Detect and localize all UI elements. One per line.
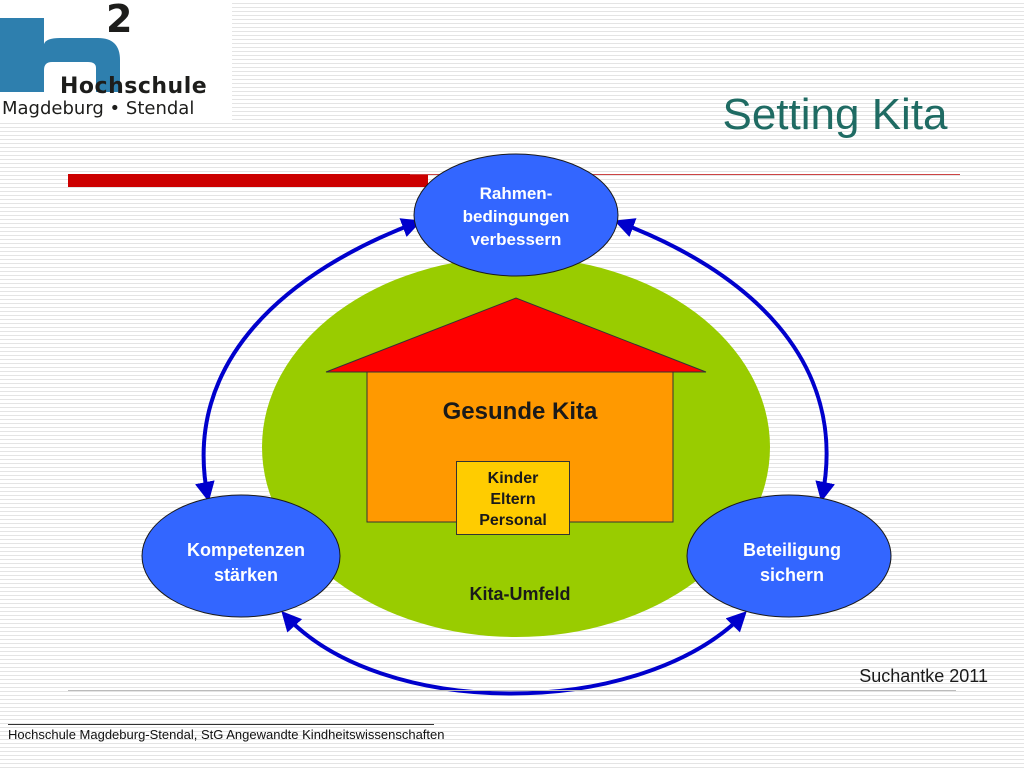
node-right-line: sichern [759, 565, 825, 585]
node-left [141, 494, 341, 618]
arrow-top-right [614, 218, 835, 502]
node-left-line: Kompetenzen [186, 540, 305, 560]
logo-line2: Magdeburg • Stendal [2, 98, 195, 119]
stakeholder-box: Kinder Eltern Personal [456, 461, 570, 535]
logo-superscript: 2 [106, 0, 132, 41]
node-top-line: bedingungen [462, 207, 570, 226]
university-logo: 2 Hochschule Magdeburg • Stendal [0, 0, 232, 122]
footer-divider [8, 724, 434, 725]
arrow-bottom [281, 611, 747, 696]
stakeholder-line: Eltern [490, 491, 536, 508]
slide-title: Setting Kita [722, 90, 948, 139]
node-top [413, 153, 619, 277]
environment-label: Kita-Umfeld [469, 584, 571, 604]
node-right-line: Beteiligung [743, 540, 841, 560]
footer-text: Hochschule Magdeburg-Stendal, StG Angewa… [8, 727, 445, 742]
house-roof [325, 297, 707, 373]
node-top-label: Rahmen- bedingungen verbessern [416, 182, 616, 251]
title-underline [410, 174, 960, 175]
stakeholder-line: Personal [479, 512, 547, 529]
house-label: Gesunde Kita [442, 398, 598, 425]
title-red-bar [68, 174, 428, 187]
node-top-line: Rahmen- [479, 184, 553, 203]
node-right [686, 494, 892, 618]
stakeholder-line: Kinder [487, 470, 539, 487]
logo-line1: Hochschule [60, 74, 208, 99]
node-top-line: verbessern [470, 230, 562, 249]
source-citation: Suchantke 2011 [859, 666, 988, 686]
bottom-divider [68, 690, 956, 691]
node-left-line: stärken [213, 565, 279, 585]
node-right-label: Beteiligung sichern [692, 538, 892, 588]
arrow-top-left [195, 218, 422, 502]
logo-h-mark: 2 [0, 0, 132, 92]
node-left-label: Kompetenzen stärken [146, 538, 346, 588]
